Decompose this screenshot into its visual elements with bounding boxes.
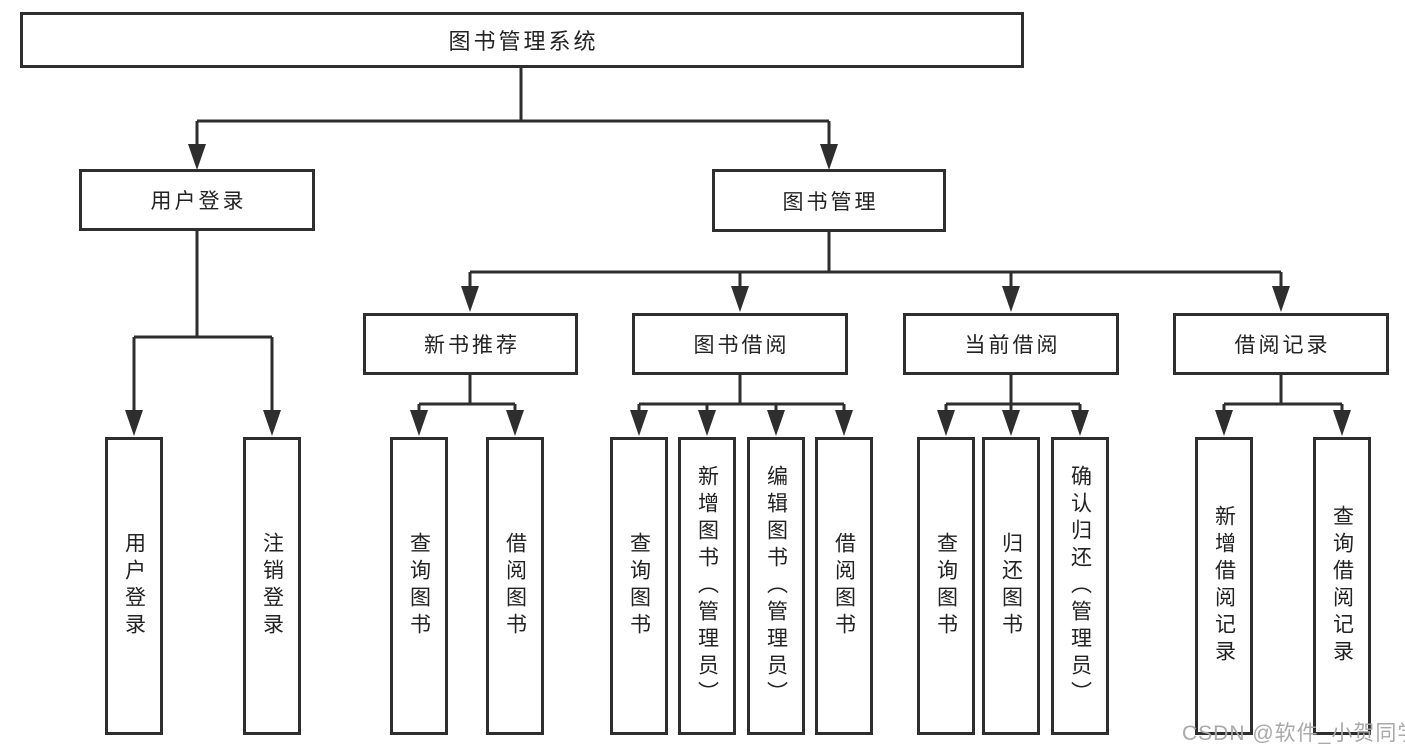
leaf-confirm-return-admin-label: 确认归还（管理员） — [1068, 464, 1092, 708]
node-book-management-label: 图书管理 — [782, 190, 879, 214]
leaf-add-borrow-record: 新增借阅记录 — [1195, 437, 1253, 735]
leaf-borrow-borrow-books: 借阅图书 — [815, 437, 873, 735]
leaf-query-borrow-record: 查询借阅记录 — [1313, 437, 1371, 735]
node-borrow-records: 借阅记录 — [1173, 313, 1389, 375]
node-current-borrow-label: 当前借阅 — [964, 334, 1061, 357]
node-book-borrow: 图书借阅 — [632, 313, 848, 375]
leaf-edit-books-admin: 编辑图书（管理员） — [747, 437, 805, 735]
leaf-recommend-query-books: 查询图书 — [390, 437, 448, 735]
leaf-borrow-query-books: 查询图书 — [610, 437, 668, 735]
leaf-return-books-label: 归还图书 — [999, 532, 1023, 640]
node-user-login: 用户登录 — [79, 169, 315, 231]
csdn-watermark: CSDN @软件_小贺同学 — [1182, 722, 1405, 745]
leaf-edit-books-admin-label: 编辑图书（管理员） — [764, 464, 788, 708]
node-current-borrow: 当前借阅 — [903, 313, 1119, 375]
leaf-recommend-borrow-books-label: 借阅图书 — [503, 532, 527, 640]
leaf-confirm-return-admin: 确认归还（管理员） — [1051, 437, 1109, 735]
node-new-book-recommend: 新书推荐 — [363, 313, 578, 375]
node-book-borrow-label: 图书借阅 — [693, 334, 790, 357]
node-user-login-label: 用户登录 — [150, 190, 247, 213]
leaf-add-books-admin: 新增图书（管理员） — [678, 437, 736, 735]
leaf-current-query-books-label: 查询图书 — [934, 532, 958, 640]
leaf-logout-label: 注销登录 — [260, 532, 284, 640]
leaf-logout: 注销登录 — [243, 437, 301, 735]
node-book-management: 图书管理 — [712, 169, 946, 232]
leaf-current-query-books: 查询图书 — [917, 437, 975, 735]
leaf-query-borrow-record-label: 查询借阅记录 — [1330, 505, 1354, 667]
leaf-user-login: 用户登录 — [105, 437, 163, 735]
leaf-recommend-query-books-label: 查询图书 — [407, 532, 431, 640]
node-root-system: 图书管理系统 — [20, 12, 1024, 68]
leaf-recommend-borrow-books: 借阅图书 — [486, 437, 544, 735]
node-root-label: 图书管理系统 — [448, 29, 599, 54]
leaf-add-books-admin-label: 新增图书（管理员） — [695, 464, 719, 708]
leaf-return-books: 归还图书 — [982, 437, 1040, 735]
leaf-borrow-query-books-label: 查询图书 — [627, 532, 651, 640]
leaf-add-borrow-record-label: 新增借阅记录 — [1212, 505, 1236, 667]
node-new-book-recommend-label: 新书推荐 — [424, 334, 520, 357]
leaf-borrow-borrow-books-label: 借阅图书 — [832, 532, 856, 640]
node-borrow-records-label: 借阅记录 — [1234, 334, 1331, 357]
leaf-user-login-label: 用户登录 — [122, 532, 146, 640]
